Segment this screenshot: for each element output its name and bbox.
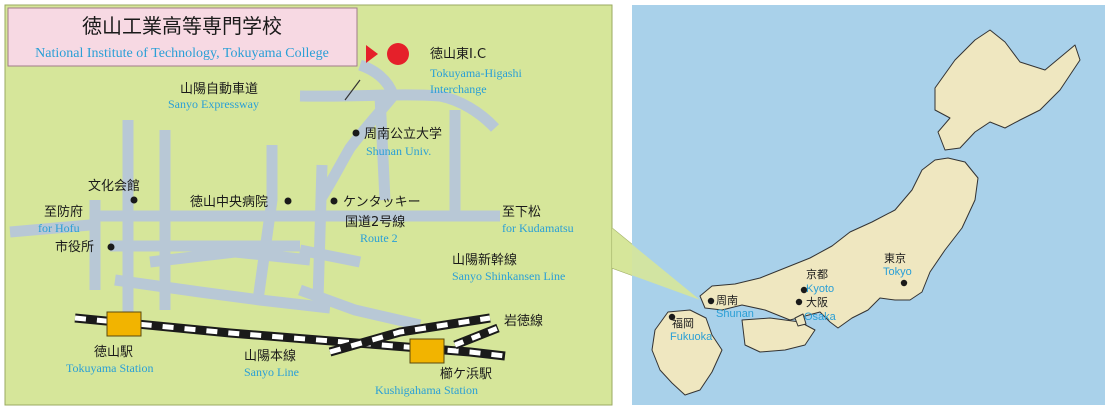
pointer-arrow-icon [366,45,378,63]
title-en: National Institute of Technology, Tokuya… [35,46,329,61]
shunan-dot [707,297,715,305]
expressway-label-jp: 山陽自動車道 [180,82,258,97]
kudamatsu-label-jp: 至下松 [502,205,541,220]
tokyo-label-jp: 東京 [884,251,906,265]
hofu-label-jp: 至防府 [44,204,83,220]
kushigahama-label-jp: 櫛ケ浜駅 [440,367,492,382]
tokyo-label-en: Tokyo [883,266,912,278]
hospital-label: 徳山中央病院 [190,195,268,210]
expressway-road [299,89,500,132]
ic-label-en1: Tokuyama-Higashi [430,66,522,80]
honshu [699,157,979,329]
kyoto-label-jp: 京都 [806,267,828,281]
shinkansen-label-jp: 山陽新幹線 [452,252,517,268]
tokyo-dot [900,279,908,287]
awaji [794,313,807,327]
fukuoka-label-en: Fukuoka [670,331,713,343]
sanyo-line-label-jp: 山陽本線 [244,348,296,364]
kushigahama-label-en: Kushigahama Station [375,383,478,397]
univ-label-jp: 周南公立大学 [364,126,442,142]
expressway-tick [344,79,361,101]
road-v6 [374,95,391,201]
osaka-label-en: Osaka [804,311,837,323]
tokuyama-station-label-jp: 徳山駅 [94,345,133,360]
kudamatsu-label-en: for Kudamatsu [502,221,574,235]
gantoku-label: 岩徳線 [504,313,543,329]
fukuoka-label-jp: 福岡 [672,316,694,330]
shunan-label-jp: 周南 [716,294,738,307]
kyoto-dot [800,286,808,294]
hospital-dot [284,197,292,205]
kyoto-label-en: Kyoto [806,283,834,295]
univ-label-en: Shunan Univ. [366,144,431,158]
route2-west [9,219,91,238]
road-h4 [298,284,422,331]
tokuyama-station-label-en: Tokuyama Station [66,361,153,375]
ic-label-jp: 徳山東I.C [430,46,486,62]
hokkaido [934,29,1081,151]
gantoku-spur [453,323,500,350]
shinkansen-label-en: Sanyo Shinkansen Line [452,269,565,283]
callout-wedge-inner [612,228,700,300]
gantoku-line [328,313,491,357]
bunka-label: 文化会館 [88,179,140,194]
kyushu [651,309,723,396]
road-h2 [149,246,311,268]
expressway-label-en: Sanyo Expressway [168,97,259,111]
college-location-marker [387,43,409,65]
kushigahama-station-marker [409,338,445,364]
title-jp: 徳山工業高等専門学校 [82,14,282,38]
route2-label-en: Route 2 [360,231,398,245]
title-box [7,7,358,67]
shunan-label-en: Shunan [716,308,754,320]
road-h3 [114,274,331,314]
shikoku [741,317,816,353]
road-h5 [298,244,362,268]
sanyo-line-label-en: Sanyo Line [244,365,299,379]
ic-label-en2: Interchange [430,82,487,96]
road-v3 [252,145,278,301]
cityhall-dot [107,243,115,251]
expressway-branch [358,59,399,98]
hofu-label-en: for Hofu [38,221,80,235]
osaka-label-jp: 大阪 [806,295,828,309]
bunka-dot [130,196,138,204]
road-network [9,59,500,331]
tokuyama-station-marker [106,311,142,337]
fukuoka-dot [668,313,676,321]
osaka-dot [795,298,803,306]
kfc-label: ケンタッキー [343,195,421,210]
kfc-dot [330,197,338,205]
road-v4 [312,164,328,301]
univ-dot [352,129,360,137]
japan-landmass [651,29,1081,396]
route2-label-jp: 国道2号線 [345,214,405,230]
cityhall-label: 市役所 [55,239,94,255]
